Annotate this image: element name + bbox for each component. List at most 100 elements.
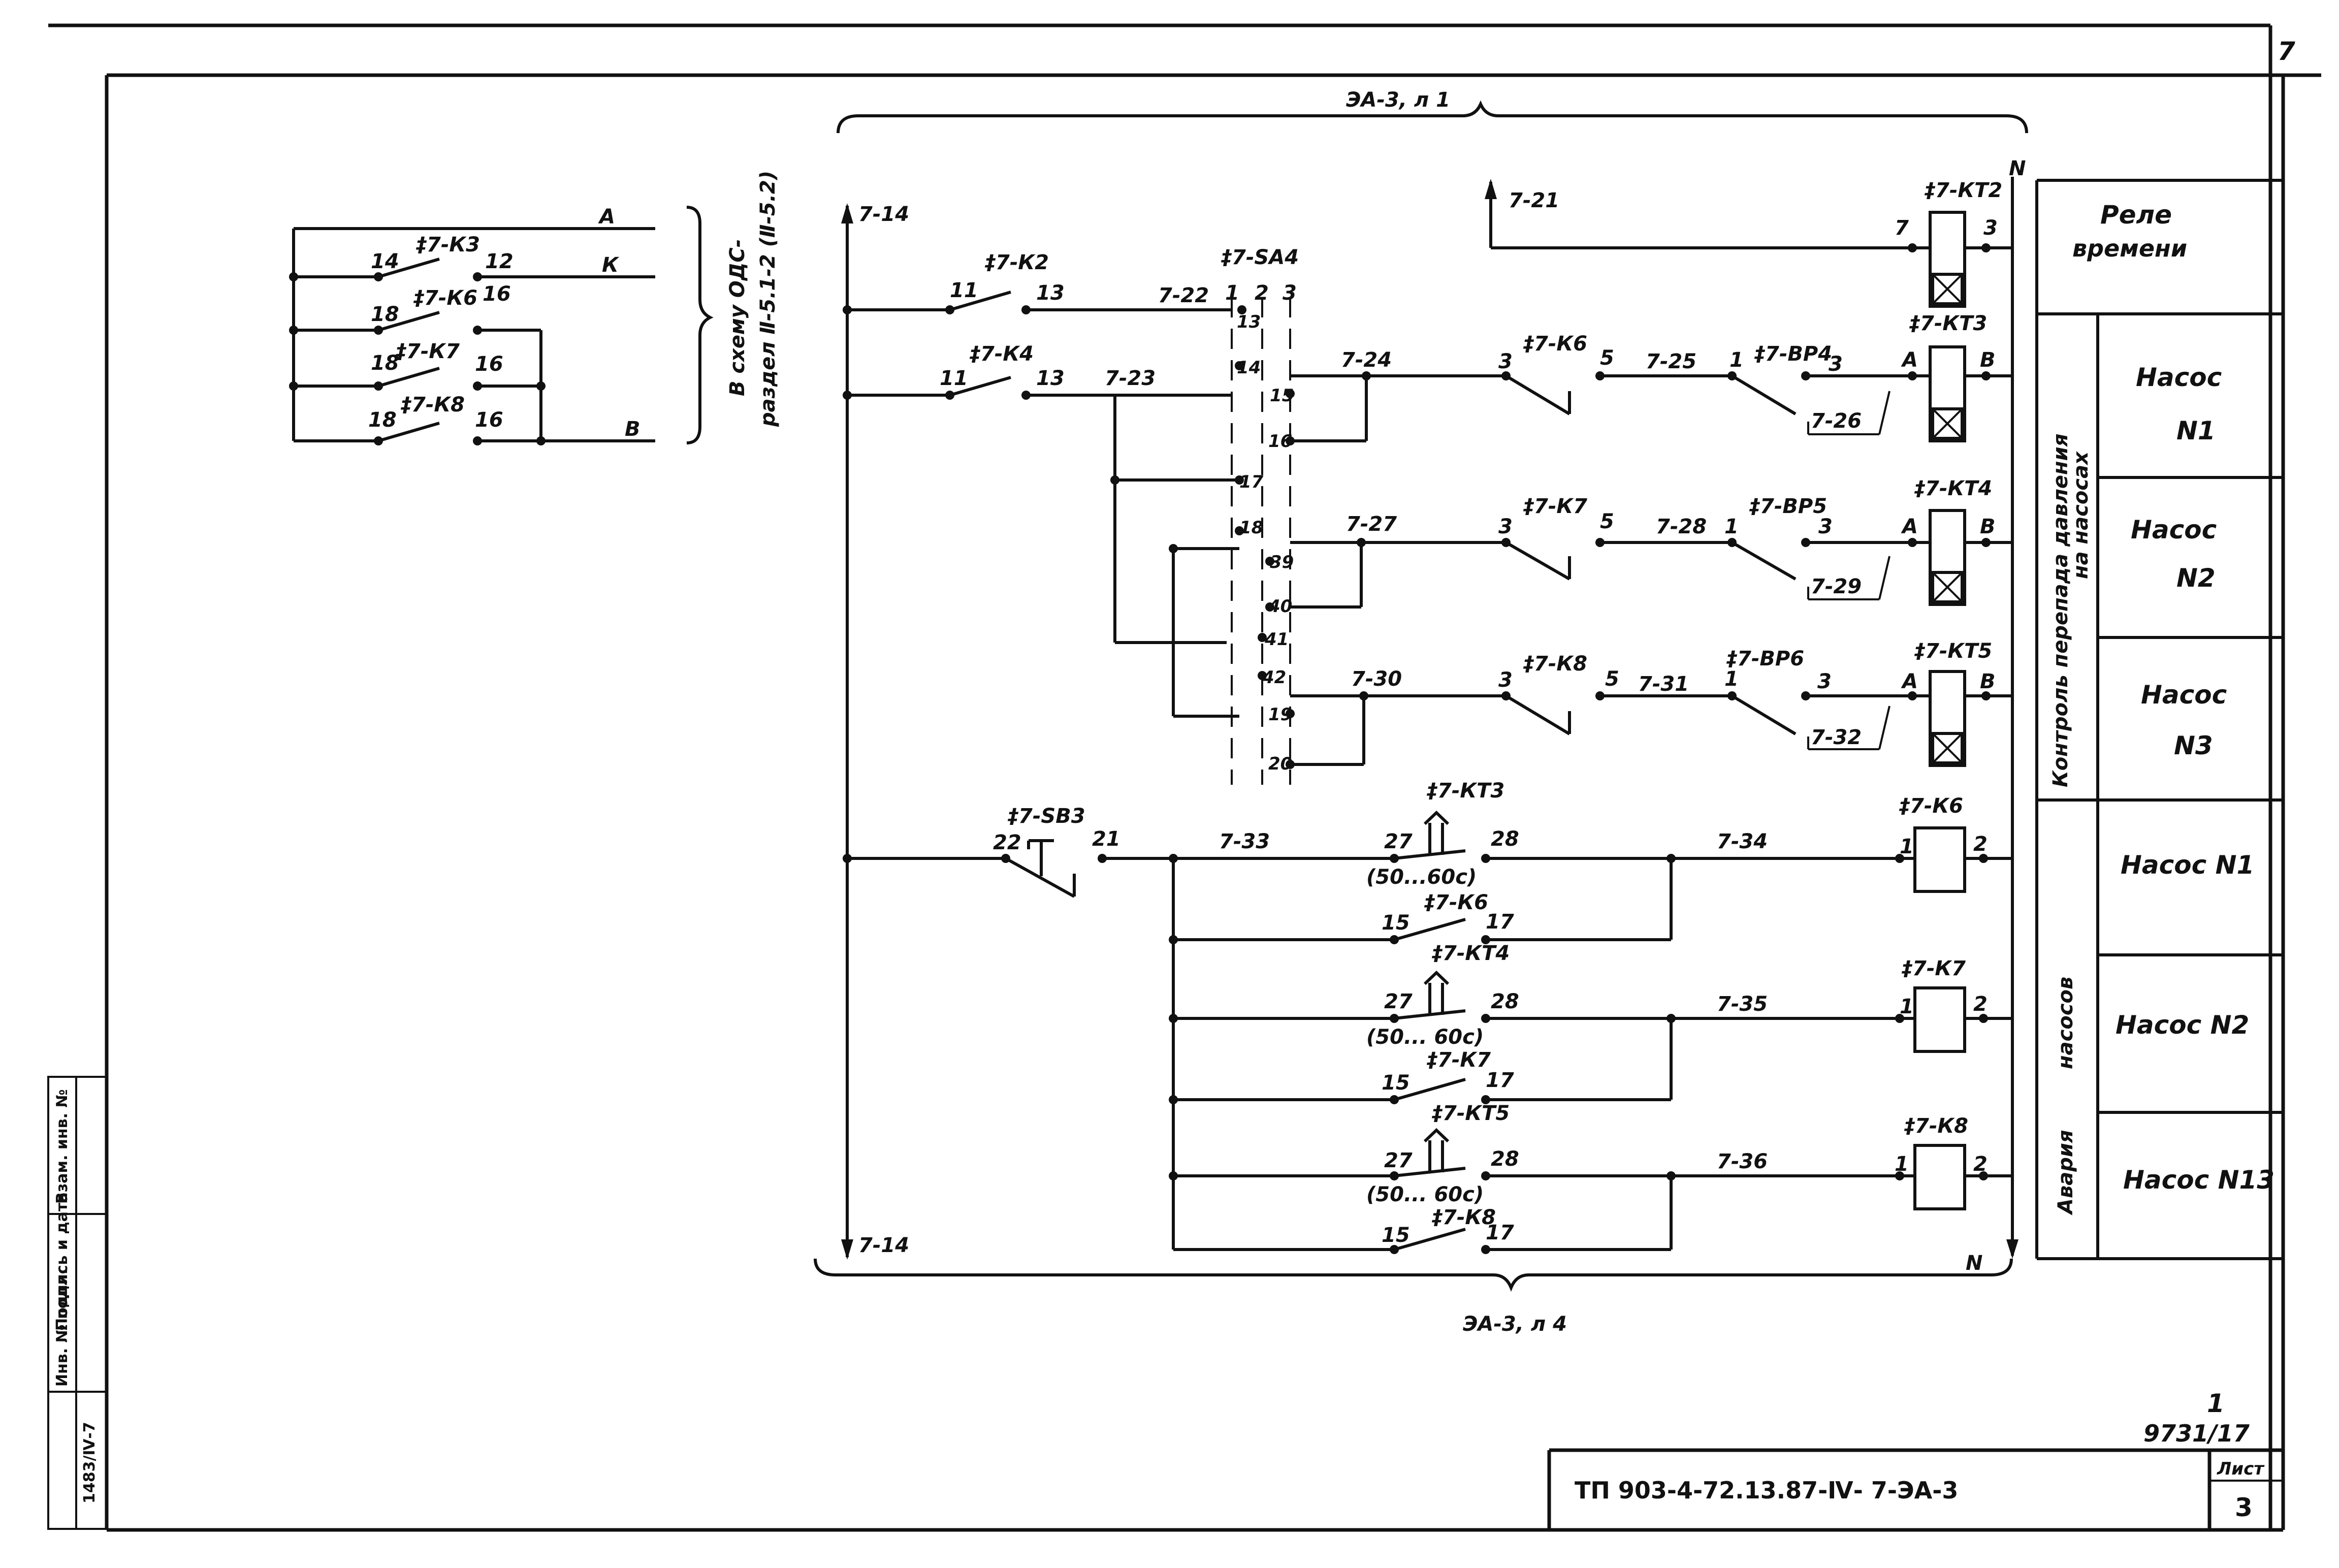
- pump3-pressure-line2: N3: [2174, 731, 2213, 760]
- row1-bp-ref: ‡7-ВР4: [1754, 342, 1832, 366]
- alarm1-hold-17: 17: [1486, 910, 1514, 934]
- pump2-pressure-line1: Насос: [2131, 515, 2217, 545]
- sb3-ref: ‡7-SB3: [1007, 805, 1085, 828]
- kt5-term-b: В: [1980, 670, 1996, 693]
- wire-7-21: 7-21: [1509, 189, 1559, 212]
- alarm-pump3-wiring: [1169, 1128, 2012, 1254]
- k6-coil-ref: ‡7-К6: [1899, 794, 1963, 818]
- pump2-alarm: Насос N2: [2116, 1010, 2249, 1040]
- wire-7-28: 7-28: [1656, 515, 1707, 538]
- pump3-alarm: Насос N13: [2123, 1165, 2274, 1195]
- alarm3-hold-17: 17: [1486, 1221, 1514, 1244]
- stamp-inv-repl-label: Взам. инв. №: [53, 1089, 71, 1204]
- pressure-group-line1: Контроль перепада давления: [2049, 434, 2072, 787]
- row2-k-term-3: 3: [1498, 515, 1513, 538]
- row2-k-term-5: 5: [1600, 510, 1614, 533]
- k7-coil-term-2: 2: [1973, 993, 1988, 1016]
- k4-line: [843, 376, 1239, 718]
- k4-term-b: 13: [1036, 367, 1065, 390]
- pressure-group-line2: на насосах: [2069, 451, 2093, 579]
- wire-7-29: 7-29: [1811, 575, 1862, 598]
- sa4-term-16: 16: [1268, 431, 1292, 452]
- row3-k8-ref: ‡7-К8: [1523, 652, 1587, 676]
- wire-7-36: 7-36: [1717, 1150, 1768, 1173]
- alarm3-term-27: 27: [1384, 1149, 1413, 1172]
- sa4-term-40: 40: [1268, 596, 1292, 617]
- bus-b-label: В: [625, 418, 640, 441]
- alarm-group-line1: Авария: [2054, 1130, 2077, 1215]
- k2-term-b: 13: [1036, 281, 1065, 305]
- n-bottom-label: N: [1966, 1252, 1982, 1275]
- k7-coil-ref: ‡7-К7: [1901, 957, 1966, 980]
- sa4-col-2: 2: [1255, 281, 1269, 305]
- k7-terminal-left: 18: [371, 351, 399, 375]
- sa4-term-42: 42: [1262, 667, 1286, 688]
- stamp-sign-date: Подпись и дата: [53, 1193, 71, 1331]
- rail-top-label: 7-14: [858, 203, 909, 226]
- kt2-ref: ‡7-КТ2: [1924, 179, 2002, 202]
- relay-heading-line2: времени: [2072, 235, 2187, 262]
- row3-k-term-3: 3: [1498, 668, 1513, 692]
- alarm1-delay: (50...60с): [1366, 866, 1477, 889]
- wire-7-26: 7-26: [1811, 409, 1862, 433]
- alarm2-hold-17: 17: [1486, 1069, 1514, 1092]
- pump3-pressure-line1: Насос: [2141, 680, 2227, 710]
- alarm1-term-28: 28: [1491, 827, 1519, 851]
- sa4-term-13: 13: [1237, 312, 1261, 332]
- sa4-col-1: 1: [1225, 281, 1239, 305]
- row2-k7-ref: ‡7-К7: [1523, 495, 1587, 518]
- alarm3-delay: (50... 60с): [1366, 1183, 1484, 1206]
- ods-brace-line1: В схему ОДС-: [726, 239, 749, 396]
- k8-coil-term-2: 2: [1973, 1153, 1988, 1176]
- sa4-term-14: 14: [1237, 358, 1261, 378]
- k6-coil-term-2: 2: [1973, 833, 1988, 856]
- pump1-pressure-line1: Насос: [2136, 363, 2222, 392]
- left-circuit: [292, 227, 655, 442]
- row3-bp-ref: ‡7-ВР6: [1726, 647, 1804, 670]
- k4-ref: ‡7-К4: [969, 342, 1034, 366]
- kt5-ref: ‡7-КТ5: [1914, 639, 1992, 663]
- alarm1-kt-ref: ‡7-КТ3: [1426, 779, 1504, 803]
- k6-coil-term-1: 1: [1900, 835, 1914, 858]
- row2-bp-term-1: 1: [1724, 515, 1739, 538]
- k2-line: [843, 291, 1232, 314]
- wire-7-24: 7-24: [1341, 348, 1392, 372]
- kt2-term-a: 7: [1895, 216, 1909, 240]
- sb3-line: [843, 839, 1394, 1250]
- row3-bp-term-3: 3: [1817, 670, 1832, 693]
- alarm3-hold-15: 15: [1382, 1224, 1410, 1247]
- row-pump2-wiring: [1290, 509, 2012, 609]
- kt4-ref: ‡7-КТ4: [1914, 477, 1992, 500]
- k4-term-a: 11: [940, 367, 968, 390]
- k6-terminal-left: 18: [371, 303, 399, 326]
- wire-7-30: 7-30: [1351, 667, 1402, 691]
- kt3-term-b: В: [1980, 348, 1996, 372]
- bottom-brace-label: ЭА-3, л 4: [1463, 1313, 1567, 1336]
- top-brace-label: ЭА-3, л 1: [1346, 88, 1450, 112]
- k6-contact-ref: ‡7-К6: [413, 286, 477, 310]
- row-pump1-wiring: [1290, 345, 2012, 442]
- stamp-inv-orig-label: Инв. № подл.: [53, 1269, 71, 1387]
- k3-terminal-right: 12: [485, 250, 514, 273]
- wire-7-35: 7-35: [1717, 993, 1768, 1016]
- ods-brace-line2: раздел Ⅱ-5.1-2 (Ⅱ-5.2): [756, 171, 780, 427]
- row2-bp-ref: ‡7-ВР5: [1749, 495, 1827, 518]
- alarm2-hold-ref: ‡7-К7: [1426, 1048, 1491, 1072]
- ods-brace: [686, 206, 714, 444]
- row1-k-term-3: 3: [1498, 350, 1513, 373]
- wire-7-23: 7-23: [1105, 367, 1156, 390]
- archive-digit: 1: [2207, 1389, 2225, 1418]
- row-pump3-wiring: [1290, 670, 2012, 767]
- left-stamp-strip: [47, 1076, 108, 1530]
- alarm2-term-28: 28: [1491, 990, 1519, 1013]
- k2-term-a: 11: [950, 279, 978, 302]
- row1-k6-ref: ‡7-К6: [1523, 332, 1587, 356]
- sa4-switch: [1231, 297, 1295, 785]
- wire-7-33: 7-33: [1219, 830, 1270, 853]
- sheet-frame: [48, 23, 2321, 1532]
- drawing-code: ТП 903-4-72.13.87-Ⅳ- 7-ЭА-3: [1575, 1477, 1958, 1504]
- row3-k-term-5: 5: [1605, 667, 1619, 691]
- k3-contact-ref: ‡7-К3: [415, 233, 480, 257]
- kt2-branch: [1485, 179, 2012, 308]
